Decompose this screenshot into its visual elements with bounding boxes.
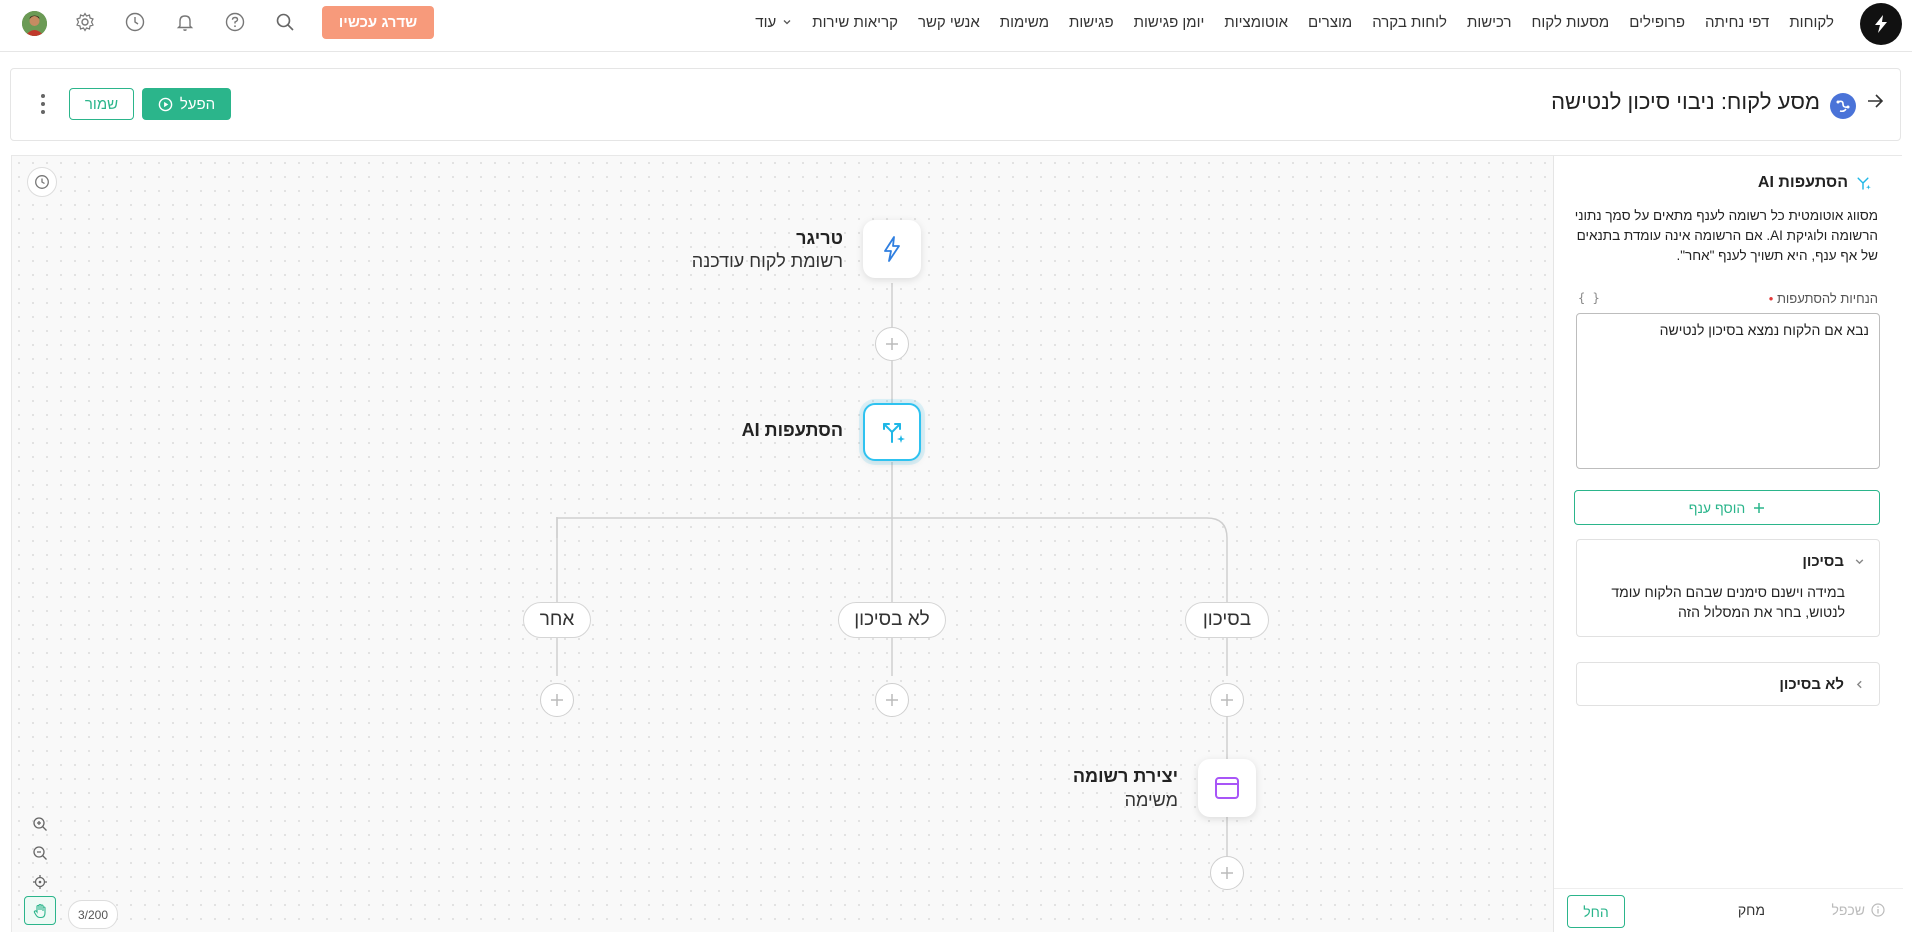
- gear-icon[interactable]: [74, 11, 96, 33]
- nav-item-customers[interactable]: לקוחות: [1789, 13, 1834, 31]
- upgrade-button[interactable]: שדרג עכשיו: [322, 6, 434, 39]
- nav-item-meeting-calendar[interactable]: יומן פגישות: [1133, 13, 1205, 31]
- zoom-toolbar: [24, 809, 56, 925]
- journey-header: מסע לקוח: ניבוי סיכון לנטישה הפעל שמור: [10, 68, 1901, 141]
- plus-icon: [1221, 694, 1233, 706]
- nav-item-customer-journeys[interactable]: מסעות לקוח: [1531, 13, 1610, 31]
- branch-pill-at-risk[interactable]: בסיכון: [1185, 602, 1269, 638]
- apply-button[interactable]: החל: [1567, 895, 1625, 928]
- nav-item-automations[interactable]: אוטומציות: [1224, 13, 1289, 31]
- chevron-down-icon: [1855, 558, 1864, 564]
- variables-icon[interactable]: { }: [1578, 291, 1600, 305]
- branch-card-header[interactable]: לא בסיכון: [1577, 663, 1879, 705]
- add-step-button[interactable]: [1210, 856, 1244, 890]
- hand-tool-icon[interactable]: [24, 896, 56, 925]
- ai-branching-title: AI הסתעפות: [741, 420, 843, 440]
- create-record-subtitle: משימה: [1124, 790, 1178, 810]
- plus-icon: [1221, 867, 1233, 879]
- search-icon[interactable]: [274, 11, 296, 33]
- info-icon: [1871, 903, 1885, 917]
- branch-pill-not-at-risk[interactable]: לא בסיכון: [838, 602, 946, 638]
- plus-icon: [886, 338, 898, 350]
- clock-icon[interactable]: [124, 11, 146, 33]
- chevron-down-icon: [783, 20, 791, 25]
- nav-item-tasks[interactable]: משימות: [999, 13, 1050, 31]
- fit-view-icon[interactable]: [24, 867, 56, 896]
- ai-branching-node[interactable]: [863, 403, 921, 461]
- chevron-left-icon: [1856, 680, 1862, 688]
- activate-label: הפעל: [179, 95, 216, 113]
- branch-card-title: בסיכון: [1802, 552, 1844, 570]
- nav-more-label: עוד: [755, 13, 777, 31]
- history-icon[interactable]: [27, 167, 57, 197]
- top-navigation: לקוחות דפי נחיתה פרופילים מסעות לקוח רכי…: [0, 0, 1912, 52]
- nav-item-meetings[interactable]: פגישות: [1069, 13, 1114, 31]
- prompt-field-label: הנחיות להסתעפות •: [1769, 291, 1878, 306]
- play-circle-icon: [158, 97, 173, 111]
- delete-button[interactable]: מחק: [1737, 902, 1765, 918]
- required-indicator: •: [1768, 291, 1774, 306]
- add-step-button[interactable]: [875, 683, 909, 717]
- nav-item-dashboards[interactable]: לוחות בקרה: [1372, 13, 1447, 31]
- nav-items: לקוחות דפי נחיתה פרופילים מסעות לקוח רכי…: [745, 0, 1844, 44]
- nav-more[interactable]: עוד: [745, 14, 802, 31]
- ai-branch-icon: [1857, 177, 1871, 190]
- branch-card-at-risk: בסיכון במידה וישנם סימנים שבהם הלקוח עומ…: [1576, 539, 1880, 637]
- trigger-title: טריגר: [796, 228, 843, 248]
- duplicate-label: שכפל: [1831, 902, 1865, 918]
- back-arrow-icon[interactable]: [1866, 92, 1884, 116]
- bell-icon[interactable]: [174, 11, 196, 33]
- plus-icon: [886, 694, 898, 706]
- nav-item-contacts[interactable]: אנשי קשר: [917, 13, 980, 31]
- add-step-button[interactable]: [540, 683, 574, 717]
- nav-item-landing-pages[interactable]: דפי נחיתה: [1705, 13, 1770, 31]
- trigger-subtitle: רשומת לקוח עודכנה: [691, 251, 843, 271]
- trigger-node[interactable]: [863, 220, 921, 278]
- prompt-label-text: הנחיות להסתעפות: [1776, 291, 1878, 306]
- nav-item-service-calls[interactable]: קריאות שירות: [812, 13, 898, 31]
- journey-icon: [1830, 93, 1856, 119]
- step-settings-panel: AI הסתעפות מסווג אוטומטית כל רשומה לענף …: [1553, 155, 1903, 932]
- plus-icon: [1754, 502, 1765, 513]
- branch-card-description: במידה וישנם סימנים שבהם הלקוח עומד לנטוש…: [1611, 584, 1845, 620]
- zoom-out-icon[interactable]: [24, 838, 56, 867]
- add-step-button[interactable]: [1210, 683, 1244, 717]
- lightning-icon: [884, 236, 900, 262]
- avatar[interactable]: [22, 11, 47, 36]
- nav-item-profiles[interactable]: פרופילים: [1629, 13, 1686, 31]
- journey-canvas[interactable]: טריגר רשומת לקוח עודכנה AI הסתעפות בסיכו…: [11, 155, 1553, 932]
- plus-icon: [551, 694, 563, 706]
- panel-description: מסווג אוטומטית כל רשומה לענף מתאים על סמ…: [1574, 208, 1878, 263]
- panel-title: AI הסתעפות: [1757, 174, 1848, 191]
- ai-branch-icon: [883, 423, 905, 443]
- help-icon[interactable]: [224, 11, 246, 33]
- app-logo[interactable]: [1860, 3, 1902, 45]
- branch-card-title: לא בסיכון: [1779, 675, 1844, 693]
- connector-lines: [556, 283, 1228, 856]
- branch-card-header[interactable]: בסיכון: [1577, 540, 1879, 582]
- page-title: מסע לקוח: ניבוי סיכון לנטישה: [1551, 89, 1820, 114]
- create-record-node[interactable]: [1198, 759, 1256, 817]
- panel-header: AI הסתעפות: [1758, 174, 1872, 192]
- branch-card-not-at-risk: לא בסיכון: [1576, 662, 1880, 706]
- add-branch-label: הוסף ענף: [1688, 499, 1746, 516]
- step-counter: 3/200: [68, 900, 118, 929]
- duplicate-button[interactable]: שכפל: [1831, 902, 1885, 918]
- create-record-title: יצירת רשומה: [1072, 766, 1178, 786]
- add-step-button[interactable]: [875, 327, 909, 361]
- save-button[interactable]: שמור: [69, 88, 134, 120]
- branch-pill-other[interactable]: אחר: [523, 602, 591, 638]
- branching-prompt-input[interactable]: נבא אם הלקוח נמצא בסיכון לנטישה: [1576, 313, 1880, 469]
- record-icon: [1215, 777, 1239, 799]
- more-options-icon[interactable]: [38, 94, 48, 114]
- nav-item-purchases[interactable]: רכישות: [1466, 13, 1512, 31]
- activate-button[interactable]: הפעל: [142, 88, 231, 120]
- nav-item-products[interactable]: מוצרים: [1308, 13, 1353, 31]
- add-branch-button[interactable]: הוסף ענף: [1574, 490, 1880, 525]
- panel-footer: שכפל מחק החל: [1554, 888, 1903, 932]
- zoom-in-icon[interactable]: [24, 809, 56, 838]
